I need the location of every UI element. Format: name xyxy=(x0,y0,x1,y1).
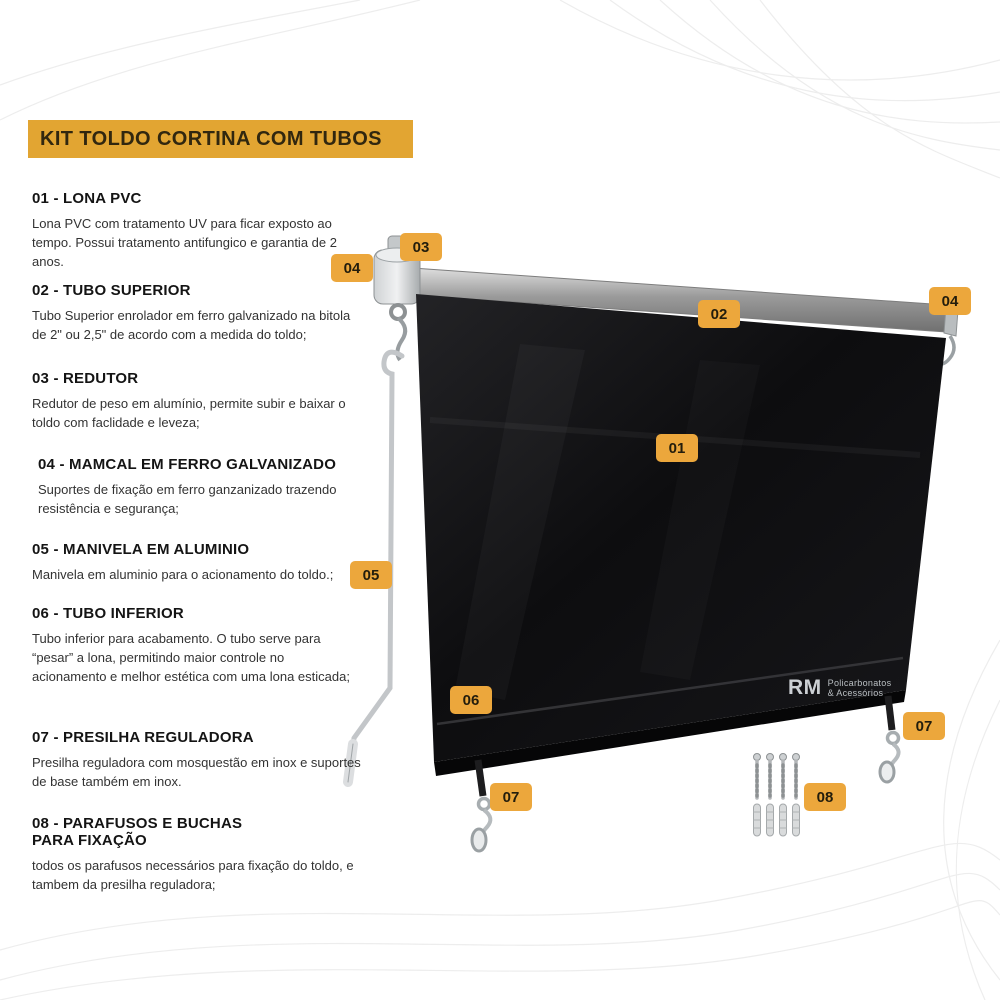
item-04-mamcal: 04 - MAMCAL EM FERRO GALVANIZADO Suporte… xyxy=(32,456,368,519)
item-body: Suportes de fixação em ferro ganzanizado… xyxy=(38,482,337,516)
brand-line2: & Acessórios xyxy=(827,688,884,698)
item-body: Manivela em aluminio para o acionamento … xyxy=(32,567,334,582)
right-hook-drawing xyxy=(878,695,901,784)
item-body: Redutor de peso em alumínio, permite sub… xyxy=(32,396,346,430)
page-title: KIT TOLDO CORTINA COM TUBOS xyxy=(40,127,382,150)
badge-06-tubo-inferior: 06 xyxy=(450,686,492,714)
item-heading: 06 - TUBO INFERIOR xyxy=(32,605,184,622)
item-01-lona-pvc: 01 - LONA PVC Lona PVC com tratamento UV… xyxy=(32,190,362,272)
badge-03-redutor: 03 xyxy=(400,233,442,261)
item-heading: 02 - TUBO SUPERIOR xyxy=(32,282,191,299)
item-07-presilha-reguladora: 07 - PRESILHA REGULADORA Presilha regula… xyxy=(32,729,362,792)
item-body: Tubo inferior para acabamento. O tubo se… xyxy=(32,631,350,684)
title-banner: KIT TOLDO CORTINA COM TUBOS xyxy=(28,120,413,158)
item-02-tubo-superior: 02 - TUBO SUPERIOR Tubo Superior enrolad… xyxy=(32,282,362,345)
badge-02-tubo-superior: 02 xyxy=(698,300,740,328)
badge-08-parafusos: 08 xyxy=(804,783,846,811)
item-heading: 05 - MANIVELA EM ALUMINIO xyxy=(32,541,250,558)
item-heading: 08 - PARAFUSOS E BUCHAS PARA FIXAÇÃO xyxy=(32,815,243,849)
left-hook-drawing xyxy=(470,759,493,853)
item-body: todos os parafusos necessários para fixa… xyxy=(32,858,354,892)
item-heading: 01 - LONA PVC xyxy=(32,190,142,207)
brand-watermark: RM Policarbonatos & Acessórios xyxy=(788,676,891,700)
item-03-redutor: 03 - REDUTOR Redutor de peso em alumínio… xyxy=(32,370,362,433)
badge-04-mamcal-left: 04 xyxy=(331,254,373,282)
badge-07-presilha-right: 07 xyxy=(903,712,945,740)
screws-and-anchors-drawing xyxy=(753,753,800,837)
item-heading: 04 - MAMCAL EM FERRO GALVANIZADO xyxy=(38,456,337,473)
item-body: Lona PVC com tratamento UV para ficar ex… xyxy=(32,216,337,269)
item-body: Presilha reguladora com mosquestão em in… xyxy=(32,755,361,789)
item-heading: 03 - REDUTOR xyxy=(32,370,139,387)
brand-line1: Policarbonatos xyxy=(827,677,892,688)
item-05-manivela: 05 - MANIVELA EM ALUMINIO Manivela em al… xyxy=(32,541,362,585)
item-body: Tubo Superior enrolador em ferro galvani… xyxy=(32,308,351,342)
brand-logo: RM xyxy=(788,676,822,699)
roller-tube-drawing xyxy=(373,235,959,367)
item-heading: 07 - PRESILHA REGULADORA xyxy=(32,729,254,746)
badge-04-mamcal-right: 04 xyxy=(929,287,971,315)
badge-07-presilha-left: 07 xyxy=(490,783,532,811)
badge-05-manivela: 05 xyxy=(350,561,392,589)
badge-01-lona-pvc: 01 xyxy=(656,434,698,462)
item-08-parafusos-e-buchas: 08 - PARAFUSOS E BUCHAS PARA FIXAÇÃO tod… xyxy=(32,815,362,895)
tarp-drawing xyxy=(416,294,946,776)
item-06-tubo-inferior: 06 - TUBO INFERIOR Tubo inferior para ac… xyxy=(32,605,362,687)
